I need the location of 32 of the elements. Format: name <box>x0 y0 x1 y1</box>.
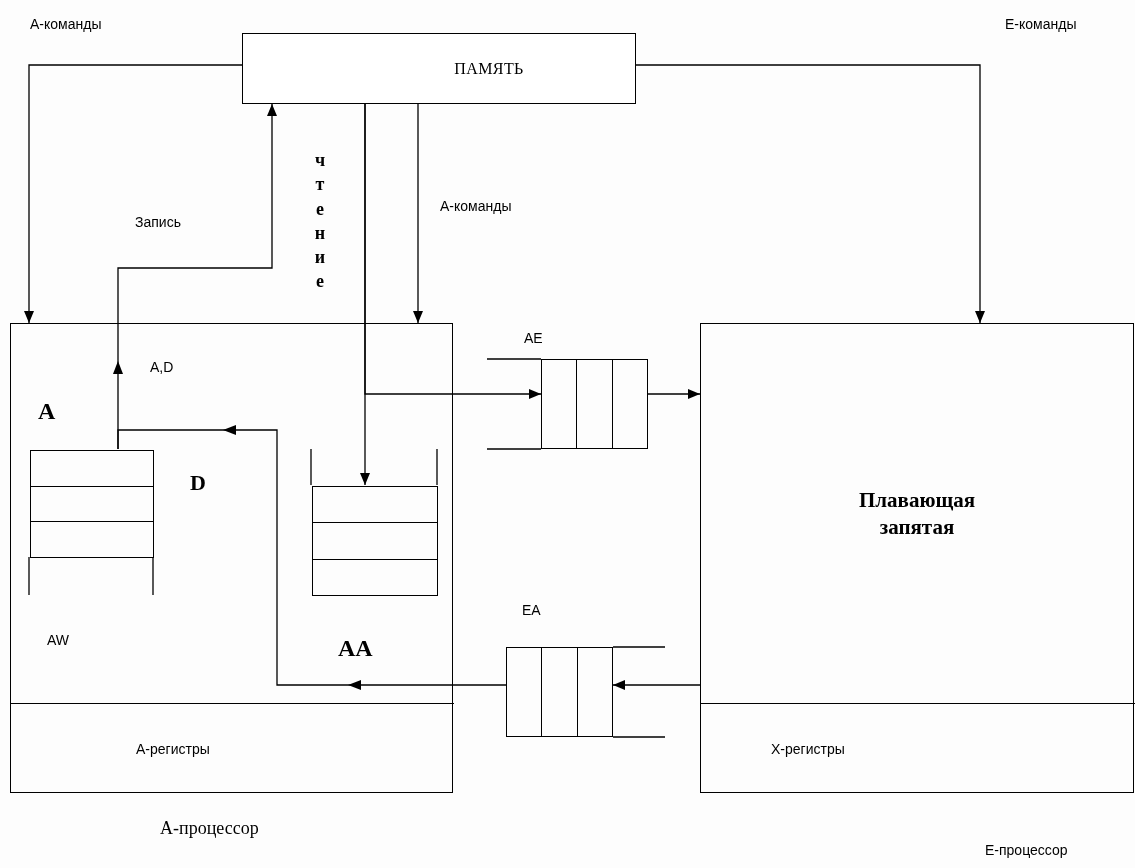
signal-label: A <box>38 397 56 426</box>
process-box <box>700 323 1134 793</box>
node-text: А-регистры <box>136 739 210 759</box>
signal-label: D <box>190 469 206 497</box>
arrow <box>364 103 542 399</box>
signal-label: AW <box>47 631 70 650</box>
arrow <box>647 389 701 399</box>
queue-buffer <box>312 486 438 596</box>
edge-label: А-команды <box>440 197 512 216</box>
queue-buffer <box>506 647 613 737</box>
arrow <box>635 64 985 324</box>
signal-label: A,D <box>150 358 174 377</box>
node-text: ПАМЯТЬ <box>454 58 524 79</box>
node-caption: А-процессор <box>160 817 259 840</box>
queue-buffer <box>541 359 648 449</box>
node-text: Х-регистры <box>771 739 845 759</box>
arrow <box>117 425 507 690</box>
arrow <box>612 680 701 690</box>
edge-label: А-команды <box>30 15 102 34</box>
node-caption: Е-процессор <box>985 841 1068 860</box>
node-caption: EA <box>522 601 541 620</box>
node-caption: AA <box>338 634 373 663</box>
arrow <box>24 64 243 324</box>
edge-label: Запись <box>135 213 181 232</box>
process-box <box>242 33 636 104</box>
arrow <box>413 103 423 324</box>
node-caption: AE <box>524 329 543 348</box>
processor-box <box>10 323 453 793</box>
queue-buffer <box>30 450 154 558</box>
node-text: Плавающая запятая <box>857 487 977 540</box>
edge-label: Е-команды <box>1005 15 1077 34</box>
edge-label: чтение <box>314 149 326 294</box>
